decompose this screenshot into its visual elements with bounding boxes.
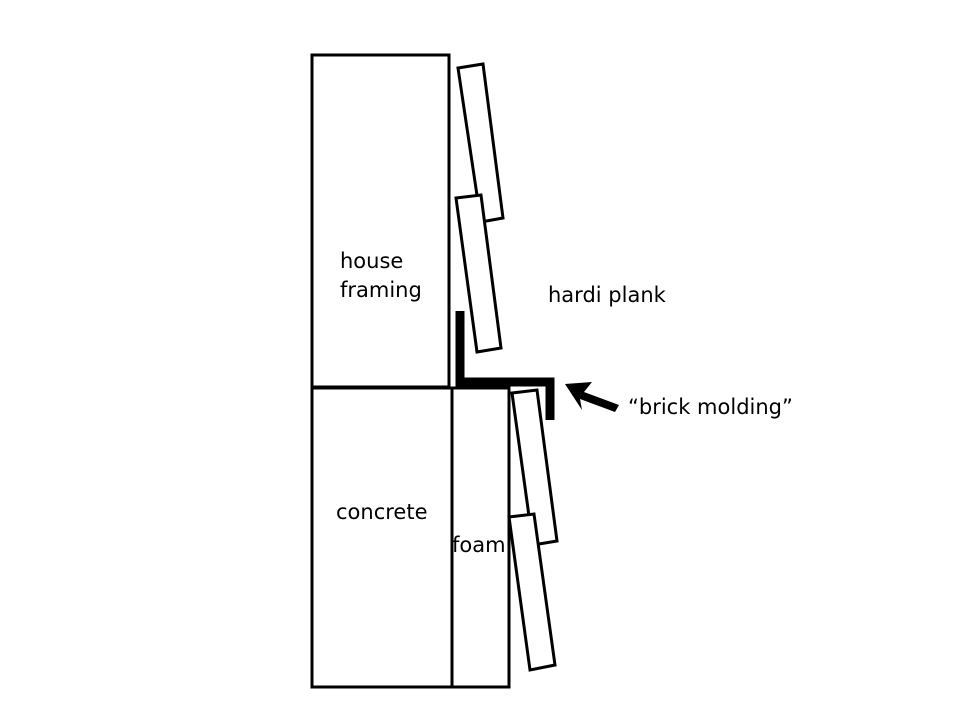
house-framing-rect [310, 53, 451, 389]
brick-molding-callout-arrow-icon [565, 382, 619, 412]
label-brick-molding: “brick molding” [628, 395, 793, 419]
hardi-plank-board-1 [456, 62, 505, 224]
label-hardi-plank: hardi plank [548, 283, 667, 307]
label-concrete: concrete [336, 500, 428, 524]
label-foam: foam [452, 533, 506, 557]
hardi-plank-board-4 [507, 512, 557, 672]
hardi-plank-board-3 [510, 388, 559, 547]
hardi-plank-board-2 [454, 193, 503, 354]
label-house-framing-line2: framing [340, 278, 422, 302]
foam-rect [450, 386, 511, 689]
concrete-rect [310, 386, 454, 689]
label-house-framing-line1: house [340, 249, 403, 273]
brick-molding-flashing [455, 311, 555, 420]
